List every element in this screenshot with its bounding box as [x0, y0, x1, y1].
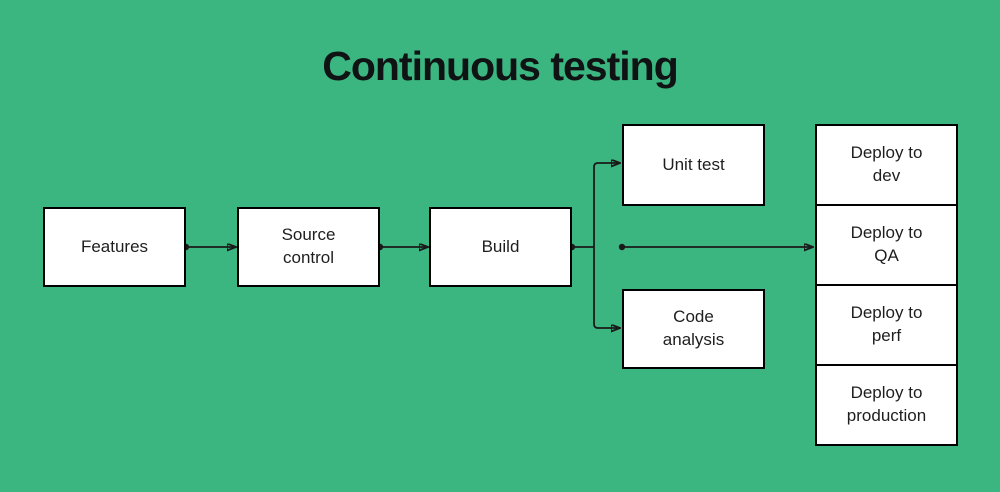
node-deploy-production-label: Deploy to production — [846, 383, 927, 425]
node-deploy-dev: Deploy to dev — [815, 124, 958, 206]
node-deploy-perf: Deploy to perf — [815, 284, 958, 366]
diagram-title: Continuous testing — [322, 43, 679, 89]
node-deploy-perf-label: Deploy to perf — [850, 303, 923, 345]
node-deploy-dev-label: Deploy to dev — [850, 143, 923, 185]
node-code-analysis: Code analysis — [622, 289, 765, 369]
node-source-control: Source control — [237, 207, 380, 287]
connector-build-to-code-analysis — [593, 247, 620, 328]
node-unit-test-label: Unit test — [662, 154, 725, 174]
node-source-control-label: Source control — [281, 225, 336, 267]
node-features-label: Features — [80, 236, 149, 256]
node-features: Features — [43, 207, 186, 287]
node-code-analysis-label: Code analysis — [662, 307, 725, 349]
node-build: Build — [429, 207, 572, 287]
node-deploy-production: Deploy to production — [815, 364, 958, 446]
node-build-label: Build — [481, 236, 520, 256]
node-deploy-qa-label: Deploy to QA — [850, 223, 923, 265]
node-unit-test: Unit test — [622, 124, 765, 206]
connector-build-to-unit-test — [593, 163, 620, 247]
node-deploy-qa: Deploy to QA — [815, 204, 958, 286]
deploy-stack: Deploy to dev Deploy to QA Deploy to per… — [815, 124, 958, 446]
